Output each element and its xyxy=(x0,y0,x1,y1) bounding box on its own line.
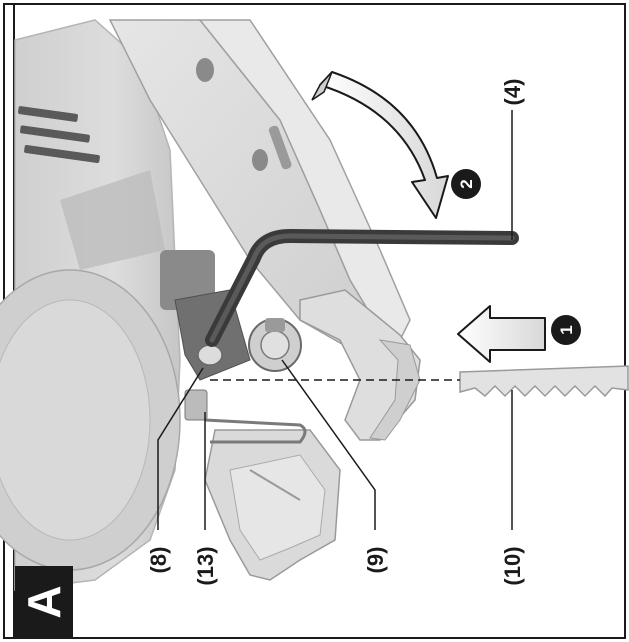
foot-plate xyxy=(204,429,341,581)
callout-10: (10) xyxy=(500,546,525,585)
insert-arrow xyxy=(457,305,546,363)
figure-letter-box: A xyxy=(15,566,73,638)
callout-8: (8) xyxy=(146,547,171,574)
figure-letter: A xyxy=(18,585,70,618)
step-badge-1-text: 1 xyxy=(557,325,576,334)
leader-8 xyxy=(157,367,204,530)
rotate-arrow xyxy=(311,71,449,219)
base-shoe xyxy=(299,289,421,441)
step-badge-1: 1 xyxy=(551,315,581,345)
callout-13: (13) xyxy=(193,546,218,585)
hex-key xyxy=(205,229,519,347)
leader-lines xyxy=(157,110,513,530)
leader-9 xyxy=(281,359,376,530)
step-badge-2-text: 2 xyxy=(457,179,476,188)
callout-9: (9) xyxy=(363,547,388,574)
jigsaw-body xyxy=(0,19,181,591)
callout-4: (4) xyxy=(500,79,525,106)
step-badge-2: 2 xyxy=(451,169,481,199)
saw-blade xyxy=(459,365,629,398)
